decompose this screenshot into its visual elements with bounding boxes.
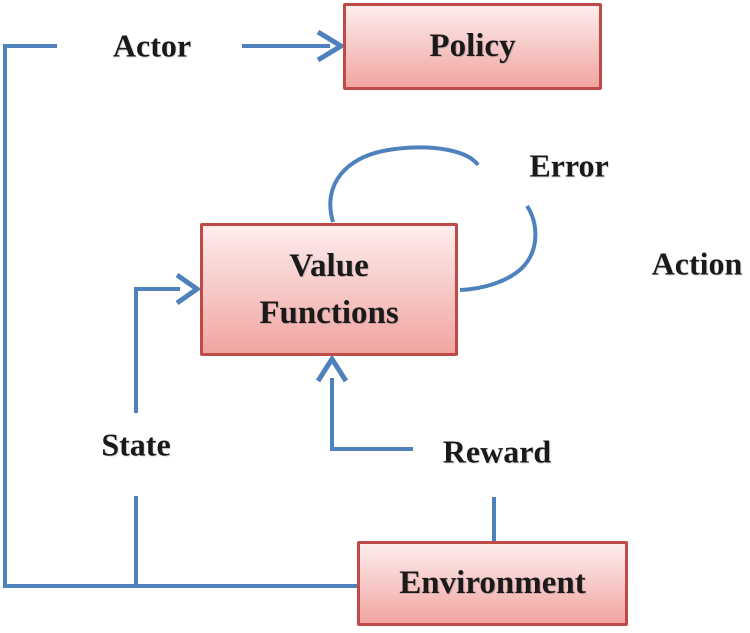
value-functions-node-label: Value Functions [259,248,399,331]
reward-to-value-functions-shaft [330,378,413,451]
state-to-value-functions-shaft [134,287,180,413]
policy-node-label: Policy [429,28,516,65]
error-loop-arc-lower [459,204,538,292]
error-loop-arc-upper [328,145,480,223]
state-label: State [101,426,171,463]
reward-arrowhead-icon [315,354,349,383]
error-label: Error [529,147,609,184]
value-functions-node: Value Functions [200,223,458,356]
actor-to-policy-arrowhead-icon [316,29,346,63]
policy-node: Policy [343,3,602,90]
actor-label: Actor [112,27,192,64]
environment-feedback-left-loop-line [3,44,358,588]
environment-node: Environment [357,541,628,626]
reward-label: Reward [442,433,552,470]
action-label: Action [651,245,743,282]
state-arrowhead-icon [175,272,202,306]
environment-node-label: Environment [399,565,586,602]
